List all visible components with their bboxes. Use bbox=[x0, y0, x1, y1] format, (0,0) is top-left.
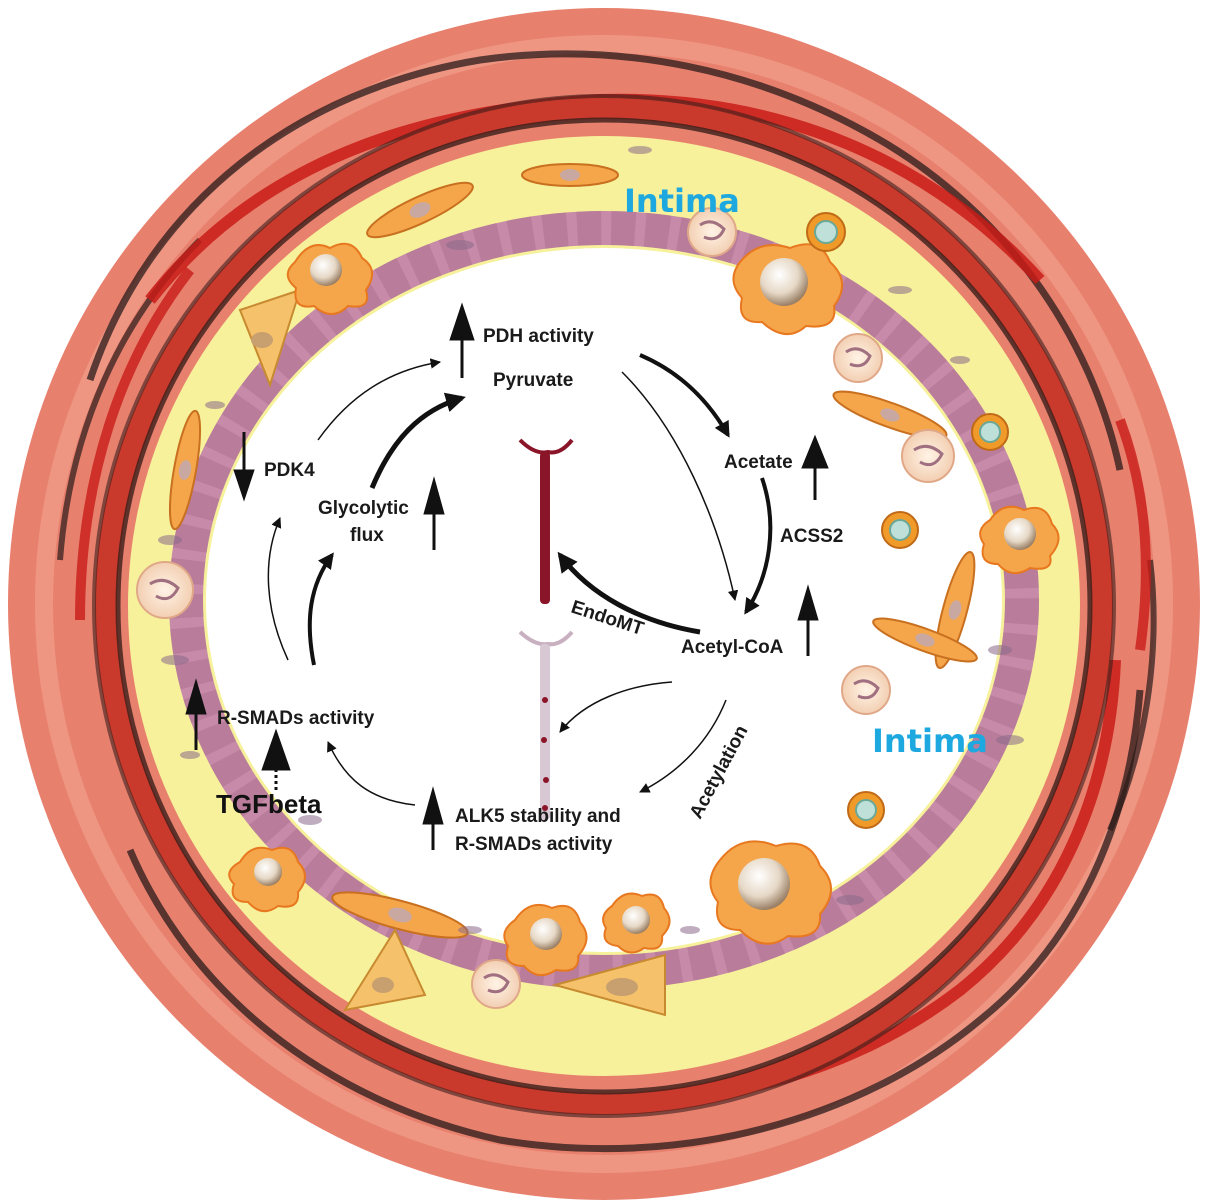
pdh-activity-label: PDH activity bbox=[483, 326, 594, 347]
acss2-label: ACSS2 bbox=[780, 526, 843, 547]
granular-cell bbox=[137, 562, 193, 618]
glycolytic-label-line2: flux bbox=[350, 525, 384, 546]
foam-cell bbox=[710, 841, 831, 943]
foam-cell bbox=[980, 507, 1058, 573]
ringed-cell bbox=[882, 512, 918, 548]
pyruvate-label: Pyruvate bbox=[493, 370, 573, 391]
spindle-cell bbox=[522, 164, 618, 186]
alk5-label-line1: ALK5 stability and bbox=[455, 806, 621, 827]
r-smads-label: R-SMADs activity bbox=[217, 708, 375, 729]
granular-cell bbox=[842, 666, 890, 714]
ringed-cell bbox=[848, 792, 884, 828]
foam-cell bbox=[733, 244, 842, 334]
acetate-label: Acetate bbox=[724, 452, 793, 473]
ringed-cell bbox=[972, 414, 1008, 450]
glycolytic-label-line1: Glycolytic bbox=[318, 498, 409, 519]
granular-cell bbox=[902, 430, 954, 482]
granular-cell bbox=[834, 334, 882, 382]
tgfbeta-label: TGFbeta bbox=[216, 789, 322, 819]
granular-cell bbox=[472, 960, 520, 1008]
acetyl-coa-label: Acetyl-CoA bbox=[681, 637, 784, 658]
ringed-cell bbox=[807, 213, 845, 251]
intima-label-right: Intima bbox=[872, 722, 988, 760]
alk5-label-line2: R-SMADs activity bbox=[455, 834, 613, 855]
pdk4-label: PDK4 bbox=[264, 460, 315, 481]
foam-cell bbox=[288, 244, 372, 314]
intima-label-top: Intima bbox=[624, 182, 740, 220]
